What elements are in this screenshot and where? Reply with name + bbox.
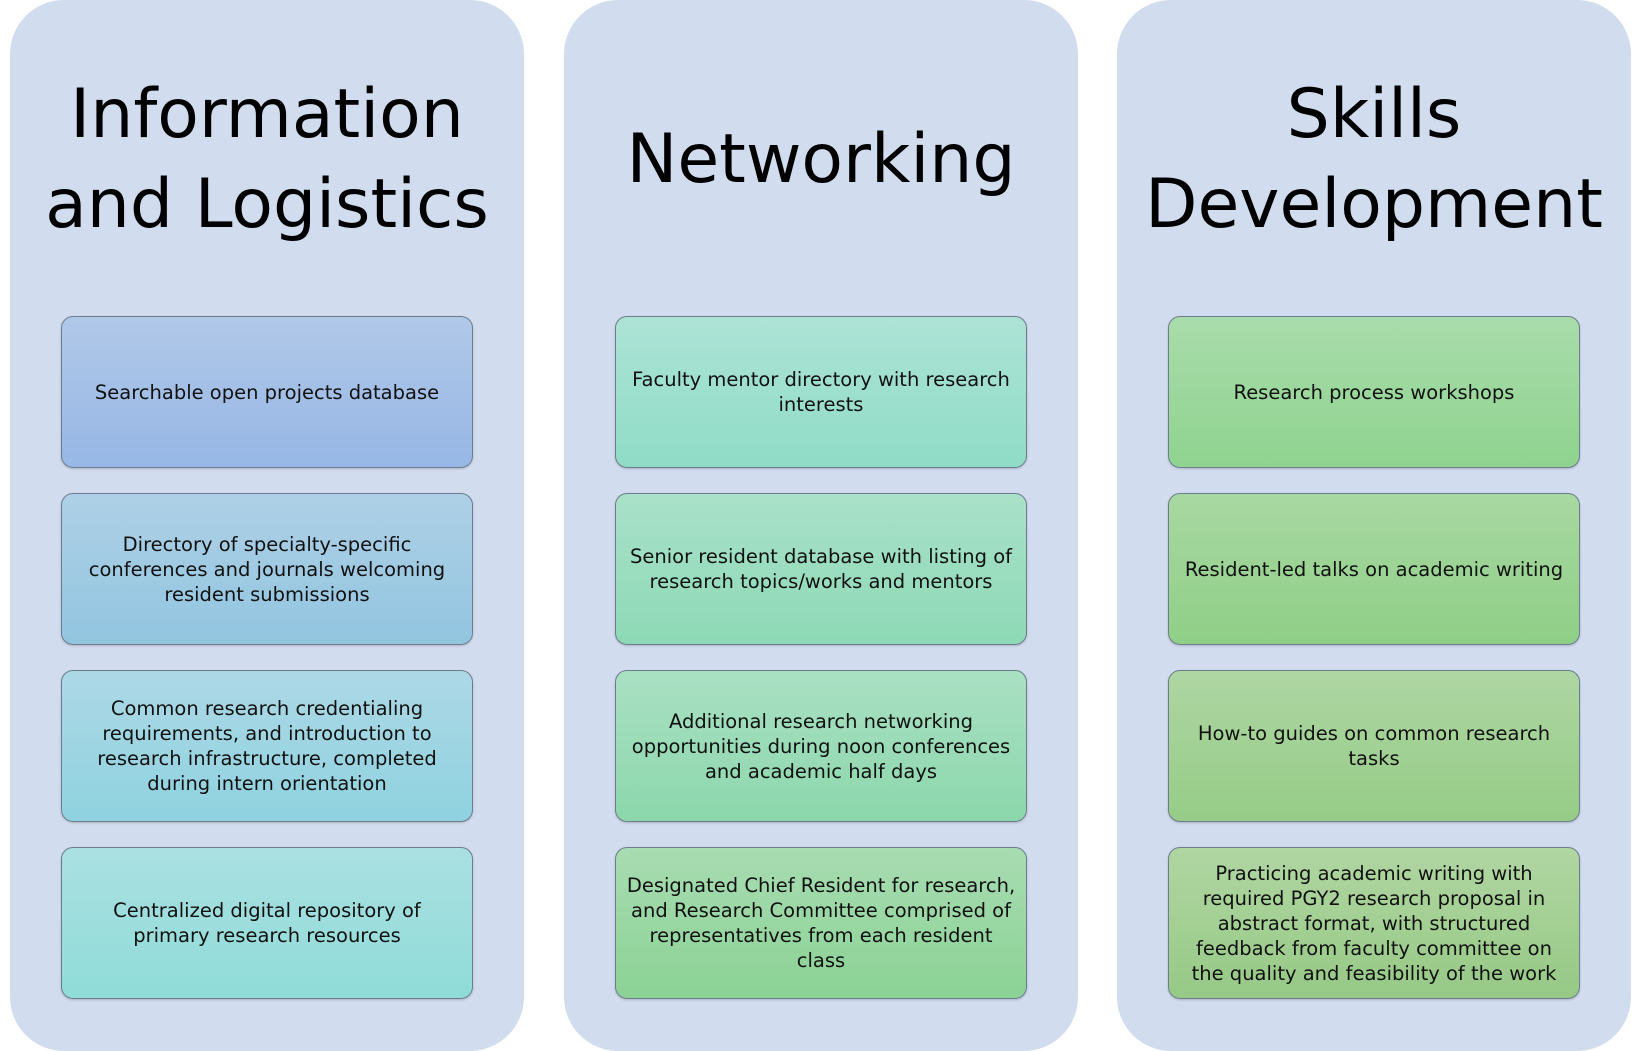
item-text: Searchable open projects database — [94, 380, 440, 404]
item-box: Research process workshops — [1168, 316, 1580, 468]
column-information-and-logistics: Information and Logistics Searchable ope… — [10, 0, 524, 1051]
item-text: Senior resident database with listing of… — [629, 545, 1012, 593]
column-title-line: Networking — [626, 120, 1016, 199]
item-text: How-to guides on common research tasks — [1197, 722, 1551, 770]
item-text: Centralized digital repository of primar… — [113, 899, 421, 947]
column-title-line: and Logistics — [45, 165, 489, 244]
column-title: Information and Logistics — [10, 60, 524, 260]
item-box: How-to guides on common research tasks — [1168, 670, 1580, 822]
item-text: Practicing academic writing with require… — [1191, 861, 1557, 985]
item-text: Common research credentialing requiremen… — [97, 697, 437, 795]
item-box: Centralized digital repository of primar… — [61, 847, 473, 999]
item-box: Designated Chief Resident for research, … — [615, 847, 1027, 999]
column-title-line: Skills — [1286, 75, 1462, 154]
column-title: Skills Development — [1117, 60, 1631, 260]
item-text: Resident-led talks on academic writing — [1184, 557, 1564, 581]
item-text: Research process workshops — [1233, 380, 1515, 404]
column-title-line: Development — [1145, 165, 1603, 244]
item-box: Searchable open projects database — [61, 316, 473, 468]
column-title-line: Information — [70, 75, 464, 154]
column-title: Networking — [564, 60, 1078, 260]
item-text: Directory of specialty-specific conferen… — [88, 532, 446, 606]
item-box: Resident-led talks on academic writing — [1168, 493, 1580, 645]
item-box: Senior resident database with listing of… — [615, 493, 1027, 645]
item-text: Additional research networking opportuni… — [631, 709, 1011, 783]
column-networking: Networking Faculty mentor directory with… — [564, 0, 1078, 1051]
item-box: Faculty mentor directory with research i… — [615, 316, 1027, 468]
item-box: Practicing academic writing with require… — [1168, 847, 1580, 999]
item-text: Designated Chief Resident for research, … — [626, 874, 1016, 972]
item-text: Faculty mentor directory with research i… — [632, 368, 1010, 416]
item-box: Directory of specialty-specific conferen… — [61, 493, 473, 645]
item-box: Additional research networking opportuni… — [615, 670, 1027, 822]
item-box: Common research credentialing requiremen… — [61, 670, 473, 822]
column-skills-development: Skills Development Research process work… — [1117, 0, 1631, 1051]
